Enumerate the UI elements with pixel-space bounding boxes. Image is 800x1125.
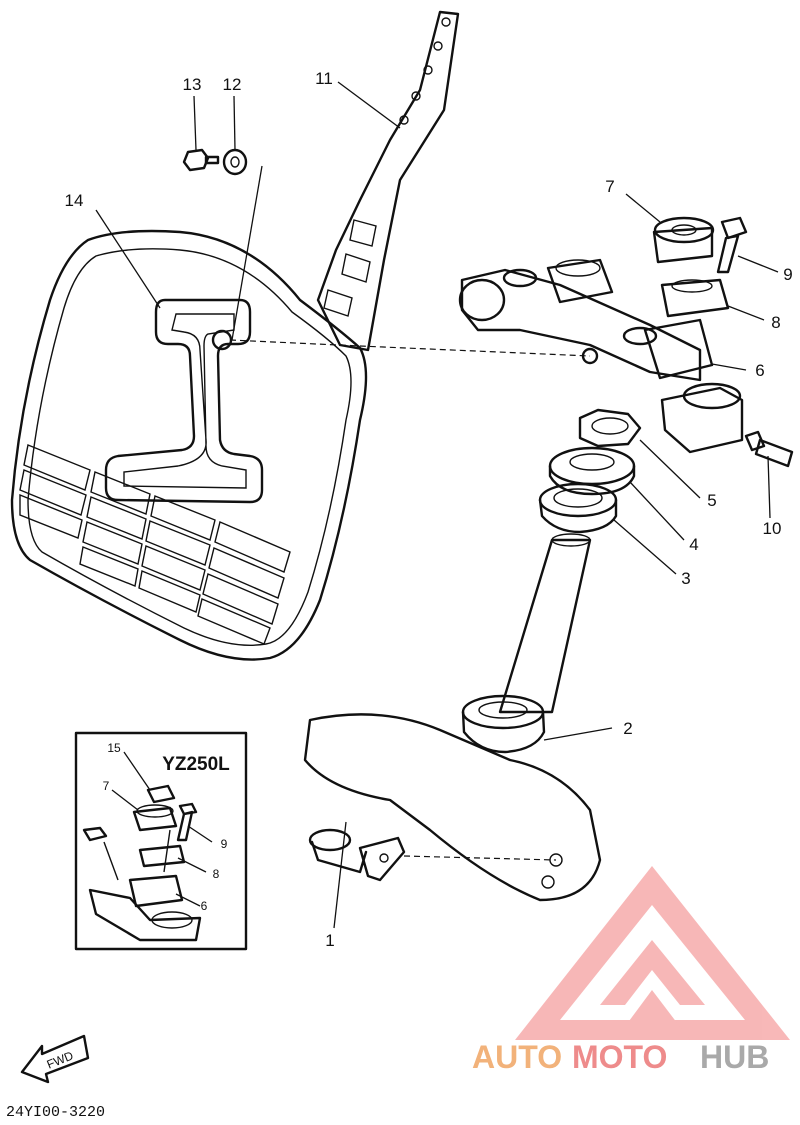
inset-yz250l: YZ250L 15 7 9 8 6 (74, 731, 248, 951)
watermark-auto: AUTO (472, 1039, 562, 1075)
part-label-14: 14 (65, 191, 84, 210)
bolt-9 (716, 216, 748, 274)
steering-nut-5 (578, 408, 642, 448)
inset-label-7: 7 (103, 779, 110, 793)
bearing-2 (461, 694, 546, 754)
cable-guide (308, 828, 406, 882)
part-label-12: 12 (223, 75, 242, 94)
part-label-13: 13 (183, 75, 202, 94)
part-label-2: 2 (623, 719, 632, 738)
part-label-8: 8 (771, 313, 780, 332)
drawing-code: 24YI00-3220 (6, 1104, 105, 1120)
inset-label-9: 9 (221, 837, 228, 851)
strap (316, 10, 460, 352)
steering-stem (303, 533, 602, 902)
part-label-1: 1 (325, 931, 334, 950)
bolt-13 (182, 148, 220, 172)
washer-4 (548, 446, 636, 496)
part-label-7: 7 (605, 177, 614, 196)
watermark-text: AUTO MOTO HUB (472, 1039, 769, 1075)
inset-label-6: 6 (201, 899, 208, 913)
number-plate (10, 229, 368, 661)
inset-title: YZ250L (162, 754, 230, 775)
watermark-hub: HUB (700, 1039, 769, 1075)
bolt-10 (744, 430, 794, 468)
part-label-5: 5 (707, 491, 716, 510)
part-label-4: 4 (689, 535, 698, 554)
part-label-10: 10 (763, 519, 782, 538)
inset-label-15: 15 (107, 741, 121, 755)
bushing-7 (652, 216, 715, 264)
inset-label-8: 8 (213, 867, 220, 881)
watermark-moto: MOTO (572, 1039, 667, 1075)
part-label-9: 9 (783, 265, 792, 284)
bearing-3 (538, 482, 618, 534)
clamp-cap-8 (660, 278, 730, 318)
fwd-arrow-icon: FWD (20, 1034, 90, 1084)
watermark-logo (515, 866, 790, 1040)
part-label-3: 3 (681, 569, 690, 588)
part-labels: 1 2 3 4 5 6 7 8 9 10 11 12 13 14 (65, 69, 793, 950)
upper-bracket (458, 258, 744, 454)
leader-lines (95, 81, 779, 929)
part-label-11: 11 (315, 69, 333, 88)
washer-12 (222, 148, 248, 176)
part-label-6: 6 (755, 361, 764, 380)
